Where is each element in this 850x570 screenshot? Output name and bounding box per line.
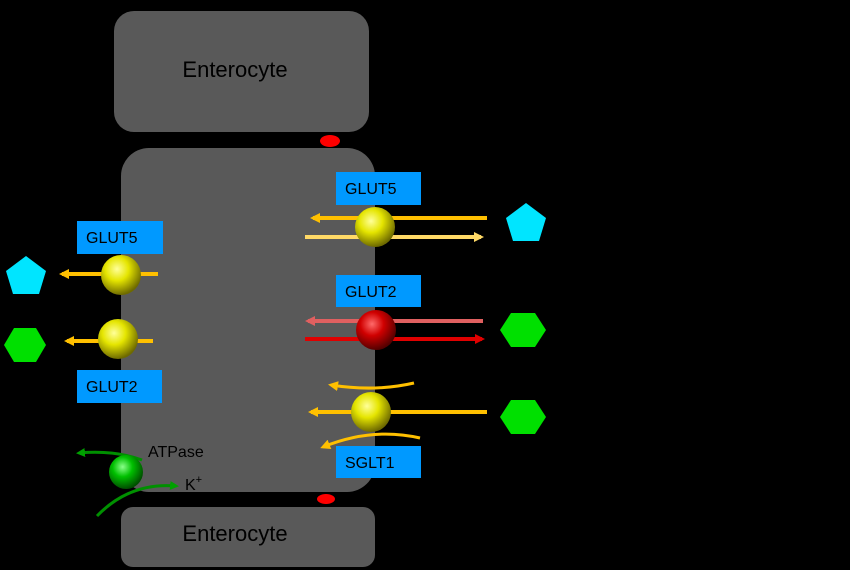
right-glut5-transporter	[355, 207, 395, 247]
right-glut2-label: GLUT2	[345, 284, 397, 301]
right-sglt1-label: SGLT1	[345, 455, 395, 472]
bottom-enterocyte-cell	[121, 507, 375, 567]
left-glut2-label: GLUT2	[86, 379, 138, 396]
left-glut5-transporter	[101, 255, 141, 295]
right-glut2-label-box	[336, 275, 421, 307]
atpase-sodium-out-arrow	[76, 448, 143, 462]
glucose-lumen-icon-lower	[500, 400, 546, 434]
right-sglt1-transporter	[351, 392, 391, 432]
atpase-potassium-in-arrow	[95, 480, 179, 518]
sglt1-sodium-inward-arrow-lower	[320, 432, 421, 449]
glucose-blood-icon	[4, 328, 46, 362]
left-glut2-transporter	[98, 319, 138, 359]
right-glut5-label-box	[336, 172, 421, 205]
left-glut5-label-box	[77, 221, 163, 254]
atpase-label: ATPase	[148, 444, 204, 461]
fructose-blood-icon	[6, 256, 46, 294]
left-glut5-label: GLUT5	[86, 230, 138, 247]
glucose-lumen-icon-upper	[500, 313, 546, 347]
bottom-enterocyte-label: Enterocyte	[182, 521, 287, 546]
right-glut2-transporter	[356, 310, 396, 350]
top-enterocyte-label: Enterocyte	[182, 57, 287, 82]
potassium-label: K+	[185, 474, 202, 494]
right-glut5-label: GLUT5	[345, 181, 397, 198]
tight-junction-bottom	[317, 494, 335, 504]
left-glut2-label-box	[77, 370, 162, 403]
main-enterocyte-cell	[121, 148, 375, 492]
potassium-charge: +	[196, 474, 202, 486]
sglt1-sodium-inward-arrow-upper	[328, 381, 415, 392]
right-sglt1-label-box	[336, 446, 421, 478]
atpase-pump	[109, 455, 143, 489]
tight-junction-top	[320, 135, 340, 147]
top-enterocyte-cell	[114, 11, 369, 132]
fructose-lumen-icon	[506, 203, 546, 241]
potassium-symbol: K	[185, 477, 196, 494]
